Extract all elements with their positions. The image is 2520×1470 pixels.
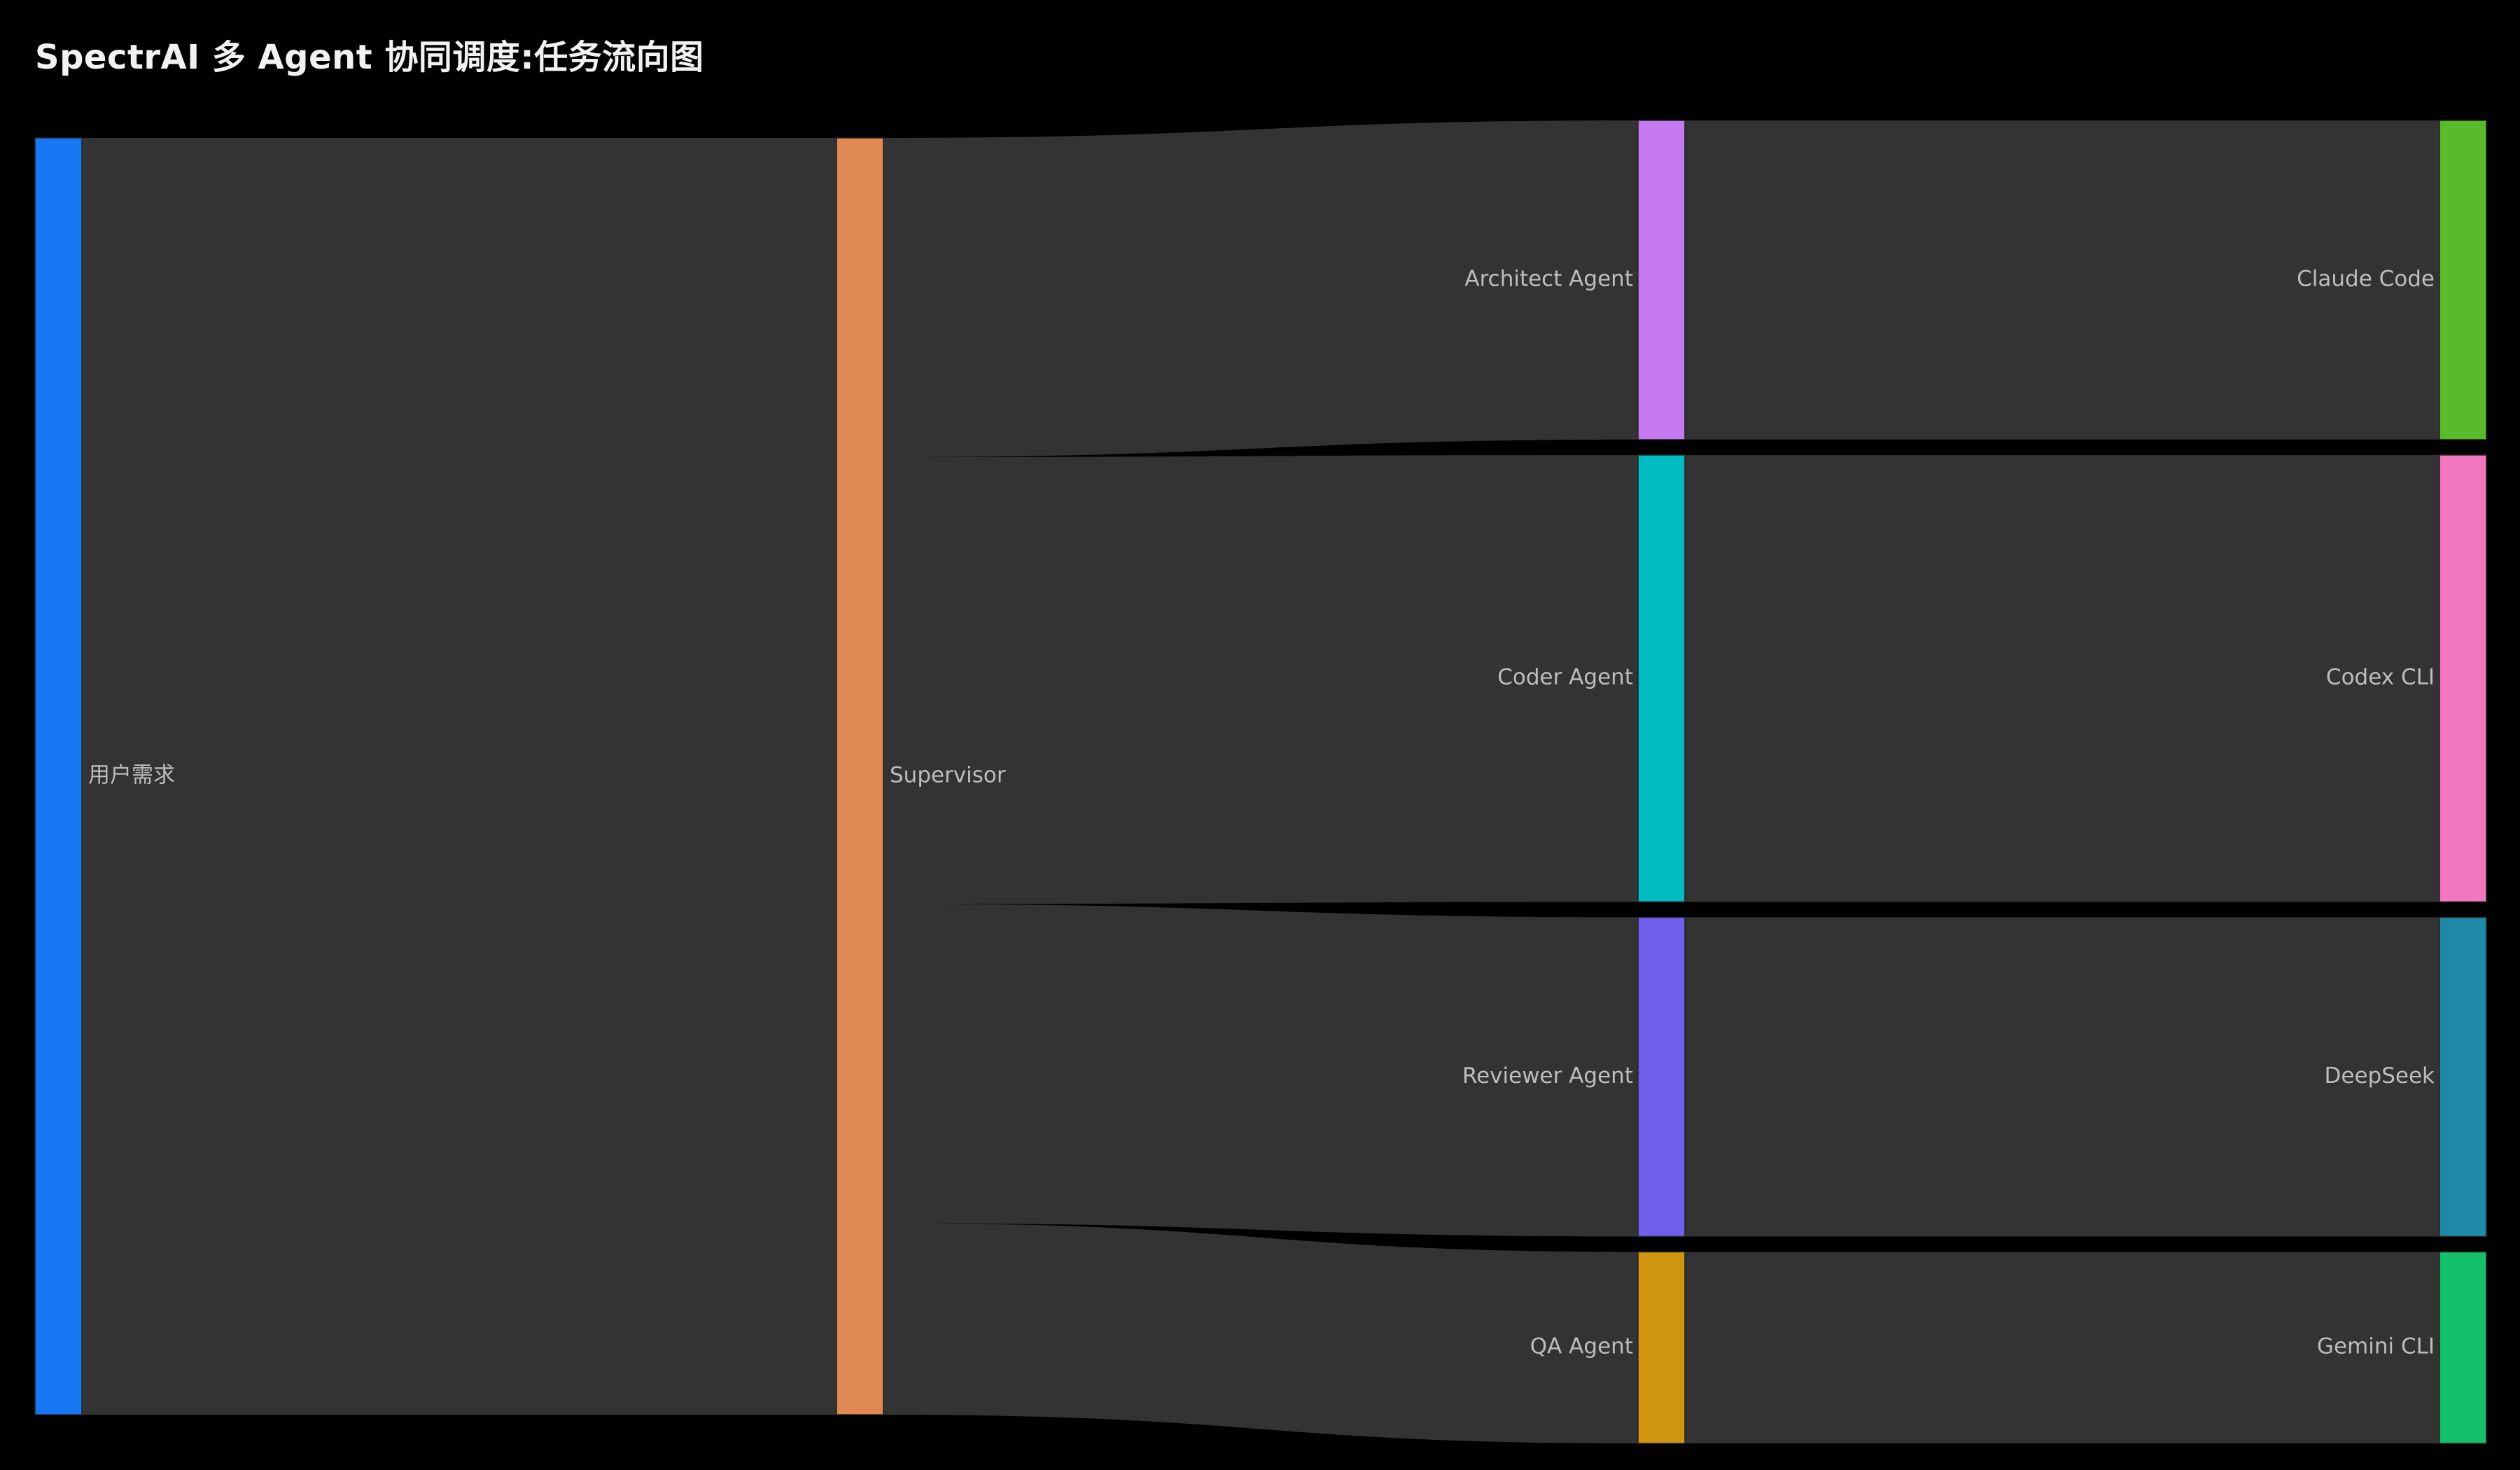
node-label-architect: Architect Agent [1464, 267, 1633, 292]
node-label-coder: Coder Agent [1497, 665, 1633, 690]
node-architect [1637, 120, 1686, 440]
node-label-claude: Claude Code [2297, 267, 2435, 292]
node-qa [1637, 1251, 1686, 1444]
link-user-to-supervisor [82, 138, 836, 1415]
link-supervisor-to-architect [883, 120, 1638, 457]
node-label-supervisor: Supervisor [890, 763, 1006, 788]
chart-title: SpectrAI 多 Agent 协同调度:任务流向图 [35, 38, 704, 77]
links-layer [82, 120, 2440, 1443]
node-coder [1637, 454, 1686, 903]
node-deepseek [2439, 916, 2487, 1238]
node-label-gemini: Gemini CLI [2317, 1334, 2435, 1359]
node-label-reviewer: Reviewer Agent [1462, 1063, 1633, 1088]
node-user [34, 137, 83, 1415]
link-supervisor-to-reviewer [883, 904, 1638, 1237]
node-reviewer [1637, 916, 1686, 1238]
node-claude [2439, 120, 2487, 440]
link-supervisor-to-qa [883, 1223, 1638, 1443]
node-label-codex: Codex CLI [2326, 665, 2435, 690]
link-supervisor-to-coder [883, 455, 1638, 904]
link-architect-to-claude [1685, 120, 2440, 440]
node-codex [2439, 454, 2487, 903]
node-gemini [2439, 1251, 2487, 1444]
node-label-user: 用户需求 [88, 763, 175, 788]
node-supervisor [836, 137, 884, 1415]
node-label-deepseek: DeepSeek [2325, 1063, 2435, 1088]
node-label-qa: QA Agent [1530, 1334, 1633, 1359]
link-reviewer-to-deepseek [1685, 917, 2440, 1237]
link-qa-to-gemini [1685, 1252, 2440, 1443]
link-coder-to-codex [1685, 455, 2440, 902]
nodes-layer [34, 120, 2487, 1444]
